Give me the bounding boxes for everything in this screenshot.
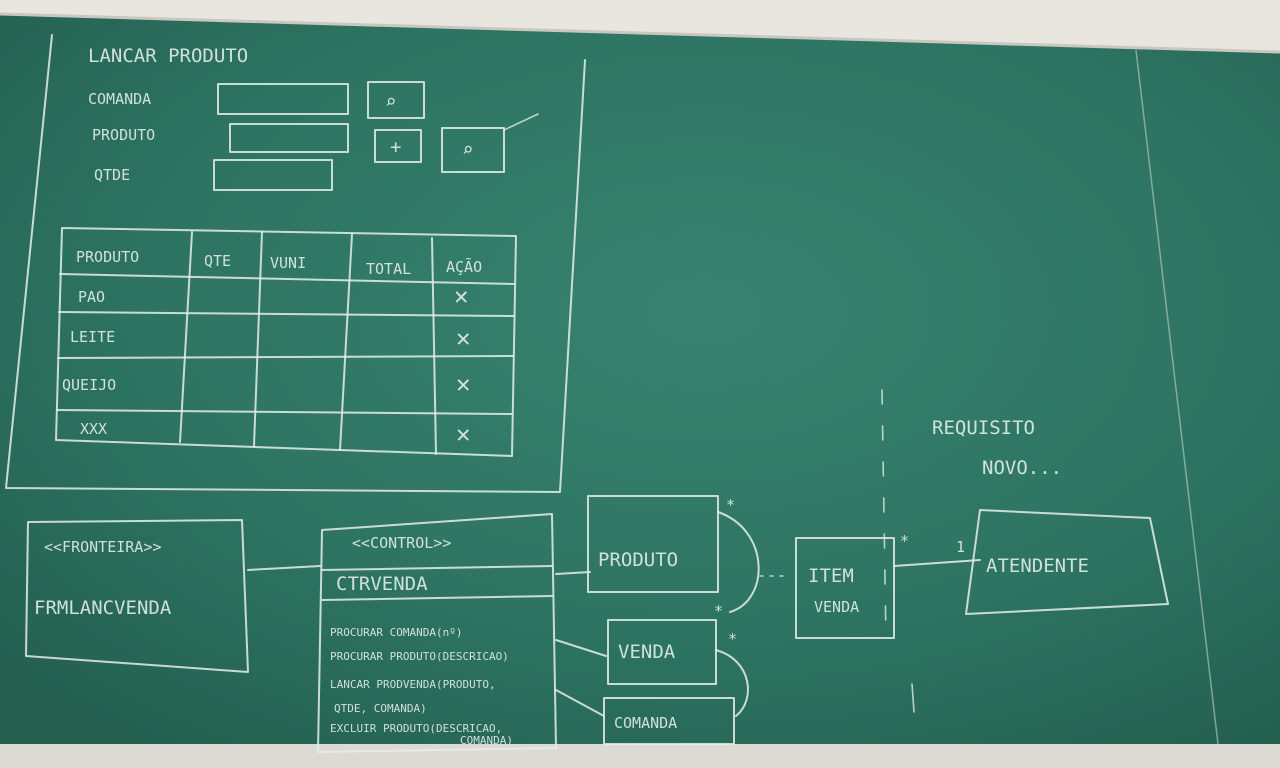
control-name: CTRVENDA [336,573,428,595]
multiplicity-star: * [728,630,737,648]
entity-item-venda-label: ITEM [808,565,854,587]
wall-top [0,0,1280,52]
entity-produto [587,495,719,593]
multiplicity-one: 1 [956,538,965,556]
multiplicity-star: * [726,496,735,514]
chalk-tray [0,744,1280,768]
boundary-name: FRMLANCVENDA [34,597,172,619]
table-cell-produto: QUEIJO [62,376,116,394]
control-method: LANCAR PRODVENDA(PRODUTO, [330,678,496,691]
entity-comanda-label: COMANDA [614,714,677,732]
table-cell-produto: XXX [80,420,107,438]
field-qtde [213,159,333,191]
entity-produto-label: PRODUTO [598,549,678,571]
entity-venda [607,619,717,685]
entity-comanda [603,697,735,745]
field-comanda [217,83,349,115]
table-header-acao: AÇÃO [446,257,482,276]
control-method: EXCLUIR PRODUTO(DESCRICAO, [330,722,502,735]
field-label-qtde: QTDE [94,166,130,184]
form-title: LANCAR PRODUTO [88,45,248,67]
entity-item-venda [795,537,895,639]
form-mockup: LANCAR PRODUTO COMANDA ⌕ PRODUTO + ⌕ QTD… [5,34,586,493]
table-cell-produto: LEITE [70,328,115,346]
field-label-produto: PRODUTO [92,126,155,144]
search-comanda-button [367,81,425,119]
delete-icon: ✕ [456,324,470,352]
entity-item-venda-label: VENDA [814,598,859,616]
multiplicity-star: * [900,532,909,550]
note-line-2: NOVO... [982,457,1062,479]
delete-icon: ✕ [454,282,468,310]
note-line-1: REQUISITO [932,417,1035,439]
search-produto-button [441,127,505,173]
field-produto [229,123,349,153]
entity-venda-label: VENDA [618,641,676,663]
uml-diagram: <<FRONTEIRA>> FRMLANCVENDA <<CONTROL>> C… [25,389,1169,753]
entity-atendente-label: ATENDENTE [986,555,1089,577]
table-header-produto: PRODUTO [76,248,139,266]
table-header-vuni: VUNI [270,254,306,272]
product-table: PRODUTO QTE VUNI TOTAL AÇÃO PAO ✕ LEITE … [55,227,517,457]
board-divider [1135,49,1219,745]
add-produto-button [374,129,422,163]
search-icon: ⌕ [462,139,473,161]
plus-icon: + [390,136,401,158]
delete-icon: ✕ [456,420,470,448]
delete-icon: ✕ [456,370,470,398]
table-header-total: TOTAL [366,260,411,278]
control-method: QTDE, COMANDA) [334,702,427,715]
control-method: COMANDA) [460,734,513,747]
control-stereotype: <<CONTROL>> [352,534,451,552]
requirement-note: REQUISITO NOVO... [932,417,1062,479]
field-label-comanda: COMANDA [88,90,151,108]
control-method: PROCURAR COMANDA(nº) [330,626,462,639]
board-frame-top [0,12,1280,54]
boundary-stereotype: <<FRONTEIRA>> [44,538,161,556]
board-surface [0,14,1280,756]
control-method: PROCURAR PRODUTO(DESCRICAO) [330,650,509,663]
search-icon: ⌕ [385,91,396,113]
table-header-qte: QTE [204,252,231,270]
table-cell-produto: PAO [78,288,105,306]
multiplicity-star: * [714,602,723,620]
